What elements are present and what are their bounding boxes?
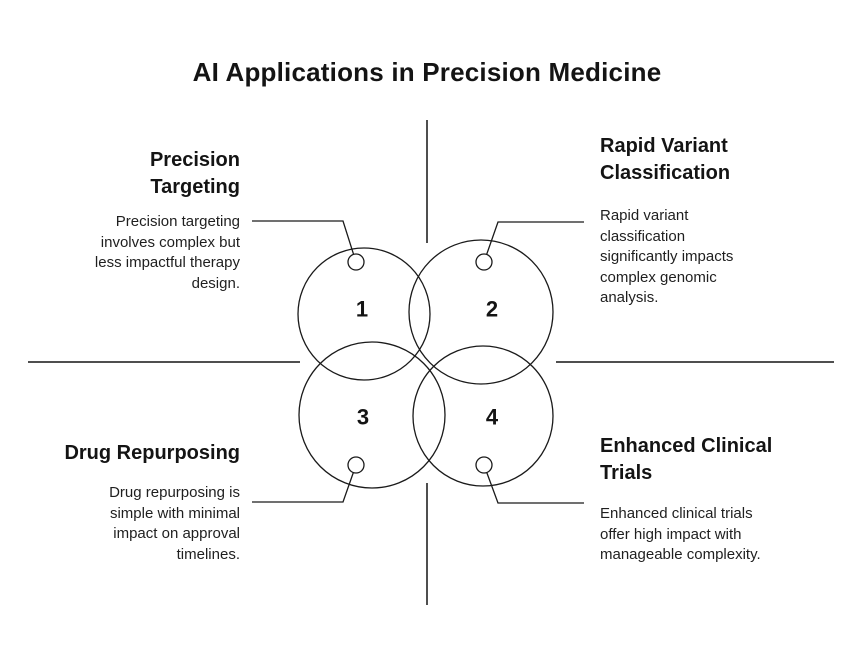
connector-line-bottom-right [483, 464, 584, 504]
quadrant-description-enhanced-clinical-trials: Enhanced clinical trials offer high impa… [600, 505, 761, 563]
quadrant-heading-rapid-variant-classification: Rapid Variant Classification [600, 135, 731, 184]
quadrant-heading-enhanced-clinical-trials: Enhanced Clinical Trials [600, 435, 773, 484]
quadrant-description-rapid-variant-classification: Rapid variant classification significant… [600, 207, 734, 306]
connector-line-bottom-left [252, 464, 357, 503]
quadrant-heading-drug-repurposing: Drug Repurposing [64, 442, 240, 464]
anchor-node-4 [475, 456, 493, 474]
bubble-circle-3 [298, 341, 446, 489]
bubble-circle-2 [408, 239, 554, 385]
connector-line-top-right [483, 221, 584, 263]
anchor-node-1 [347, 253, 365, 271]
bubble-circle-4 [412, 345, 554, 487]
quadrant-heading-precision-targeting: Precision Targeting [149, 149, 240, 198]
connector-line-top-left [252, 220, 357, 263]
bubble-number-3: 3 [357, 405, 369, 430]
quadrant-description-precision-targeting: Precision targeting involves complex but… [94, 213, 240, 292]
anchor-node-3 [347, 456, 365, 474]
bubble-circle-1 [297, 247, 431, 381]
quadrant-description-drug-repurposing: Drug repurposing is simple with minimal … [109, 484, 240, 563]
bubble-number-1: 1 [356, 297, 368, 322]
bubble-number-2: 2 [486, 297, 498, 322]
bubble-number-4: 4 [486, 405, 499, 430]
page-title: AI Applications in Precision Medicine [192, 57, 662, 87]
anchor-node-2 [475, 253, 493, 271]
